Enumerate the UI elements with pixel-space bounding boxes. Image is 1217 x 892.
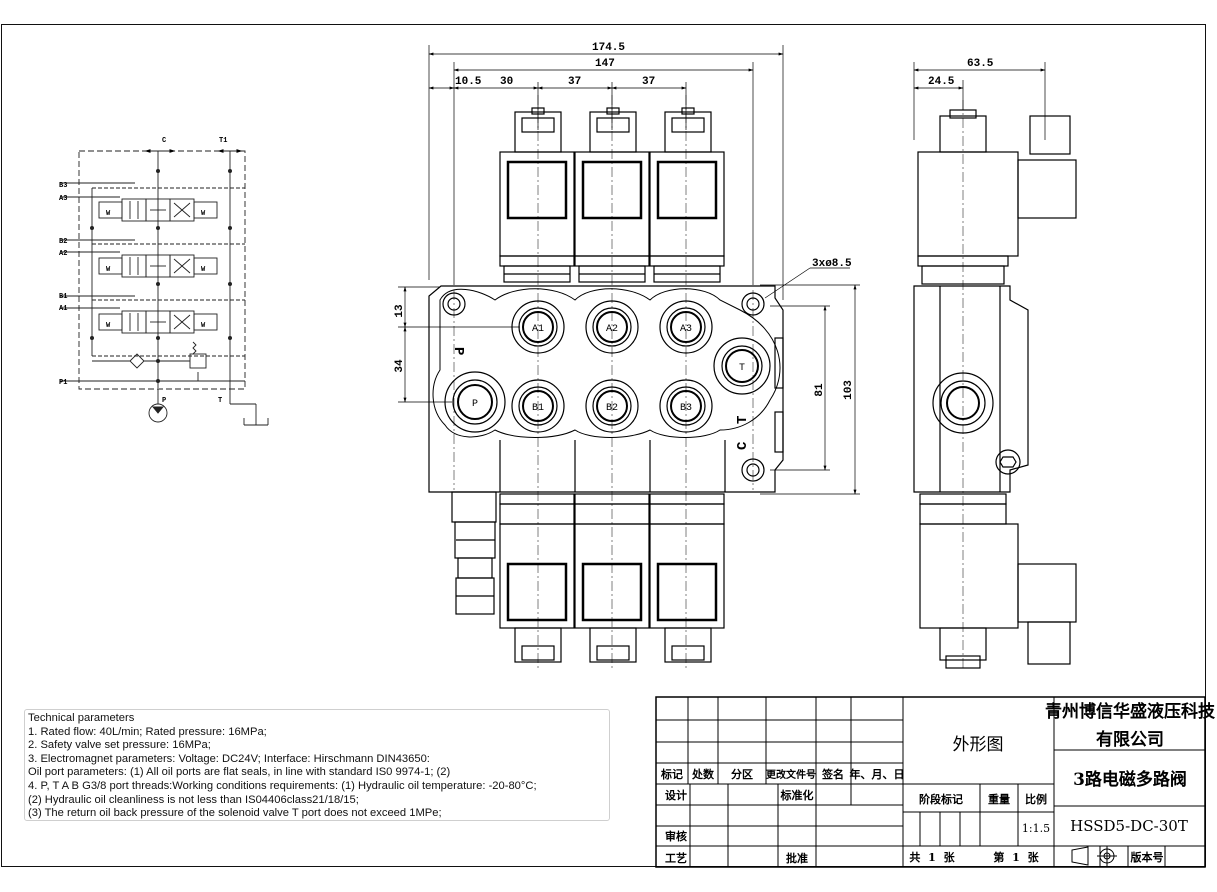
schematic-label-t: T xyxy=(218,397,222,405)
title-block xyxy=(655,696,1206,868)
dim-side-offset: 24.5 xyxy=(928,76,955,88)
label-standard: 标准化 xyxy=(780,788,814,802)
header-doc: 更改文件号 xyxy=(766,768,816,781)
label-stage: 阶段标记 xyxy=(919,792,963,806)
dim-inner-width: 147 xyxy=(595,58,615,70)
schematic-label-t1: T1 xyxy=(219,137,227,145)
tech-line-2: 2. Safety valve set pressure: 16MPa; xyxy=(28,739,211,752)
schematic-label-b2: B2 xyxy=(59,238,67,246)
tech-line-5: 4. P, T A B G3/8 port threads:Working co… xyxy=(28,779,537,792)
schematic-labels: C T1 B3 A3 B2 A2 B1 A1 P1 P T W W W W W … xyxy=(59,137,227,405)
projection-symbol-icon xyxy=(1071,846,1117,866)
tech-line-4: Oil port parameters: (1) All oil ports a… xyxy=(28,766,451,779)
product-name: 3路电磁多路阀 xyxy=(1073,769,1187,790)
solenoid-label-right-3: W xyxy=(201,322,206,330)
label-sheet-number: 第 1 张 xyxy=(993,850,1040,864)
dim-segment-3: 37 xyxy=(568,76,581,88)
label-ratio: 比例 xyxy=(1025,792,1047,806)
solenoid-label-left-1: W xyxy=(106,210,111,218)
title-block-text: 青州博信华盛液压科技 有限公司 外形图 3路电磁多路阀 HSSD5-DC-30T… xyxy=(660,701,1216,865)
dim-segment-4: 37 xyxy=(642,76,655,88)
dim-side-width: 63.5 xyxy=(967,58,994,70)
front-view xyxy=(398,45,860,670)
label-check: 审核 xyxy=(665,829,687,843)
schematic-label-p: P xyxy=(162,397,166,405)
schematic-label-c: C xyxy=(162,137,166,145)
schematic-label-b1: B1 xyxy=(59,293,67,301)
label-process: 工艺 xyxy=(665,851,687,865)
dim-segment-2: 30 xyxy=(500,76,513,88)
schematic-label-a1: A1 xyxy=(59,305,67,313)
body-mark-c: C xyxy=(735,441,751,450)
header-zone: 分区 xyxy=(731,767,753,781)
front-view-labels: 174.5 147 10.5 30 37 37 3xø8.5 13 34 81 … xyxy=(394,42,855,450)
dim-holes: 3xø8.5 xyxy=(812,258,852,270)
header-sign: 签名 xyxy=(821,767,844,781)
drawing-name: 外形图 xyxy=(953,735,1004,755)
company-name-line2: 有限公司 xyxy=(1096,729,1164,750)
side-view-labels: 63.5 24.5 xyxy=(928,58,994,88)
port-a1: A1 xyxy=(532,324,544,335)
schematic-label-a2: A2 xyxy=(59,250,67,258)
tech-line-6: (2) Hydraulic oil cleanliness is not les… xyxy=(28,793,359,806)
model-number: HSSD5-DC-30T xyxy=(1070,817,1188,835)
scale-value: 1:1.5 xyxy=(1022,822,1050,835)
label-design: 设计 xyxy=(665,788,687,802)
solenoid-label-right-2: W xyxy=(201,266,206,274)
body-mark-p: P xyxy=(450,347,466,355)
side-view xyxy=(913,62,1077,670)
schematic-label-b3: B3 xyxy=(59,182,67,190)
solenoid-label-right-1: W xyxy=(201,210,206,218)
port-b2: B2 xyxy=(606,403,618,414)
label-total-sheets: 共 1 张 xyxy=(909,850,956,864)
dim-34: 34 xyxy=(394,359,406,373)
schematic-label-p1: P1 xyxy=(59,379,67,387)
solenoid-label-left-2: W xyxy=(106,266,111,274)
tech-line-7: (3) The return oil back pressure of the … xyxy=(28,807,442,820)
label-weight: 重量 xyxy=(988,792,1010,806)
header-mark: 标记 xyxy=(660,767,683,781)
port-b3: B3 xyxy=(680,403,692,414)
port-a2: A2 xyxy=(606,324,618,335)
label-version: 版本号 xyxy=(1131,850,1164,864)
tech-title: Technical parameters xyxy=(28,712,135,724)
dim-13: 13 xyxy=(394,304,406,318)
header-date: 年、月、日 xyxy=(850,767,905,781)
header-count: 处数 xyxy=(691,767,715,781)
dim-103: 103 xyxy=(843,380,855,400)
port-b1: B1 xyxy=(532,403,544,414)
port-a3: A3 xyxy=(680,324,692,335)
label-approve: 批准 xyxy=(786,851,808,865)
tech-line-3: 3. Electromagnet parameters: Voltage: DC… xyxy=(28,752,430,765)
solenoid-label-left-3: W xyxy=(106,322,111,330)
tech-line-1: 1. Rated flow: 40L/min; Rated pressure: … xyxy=(28,725,267,738)
dim-overall-width: 174.5 xyxy=(592,42,625,54)
schematic-label-a3: A3 xyxy=(59,195,67,203)
technical-parameters-box: Technical parameters 1. Rated flow: 40L/… xyxy=(24,709,610,821)
company-name-line1: 青州博信华盛液压科技 xyxy=(1045,701,1216,722)
port-t: T xyxy=(739,363,745,374)
dim-81: 81 xyxy=(814,383,826,397)
body-mark-t: T xyxy=(735,416,751,424)
port-p: P xyxy=(472,399,478,410)
dim-segment-1: 10.5 xyxy=(455,76,482,88)
drawing-frame xyxy=(1,24,1206,867)
hydraulic-schematic xyxy=(60,149,269,426)
